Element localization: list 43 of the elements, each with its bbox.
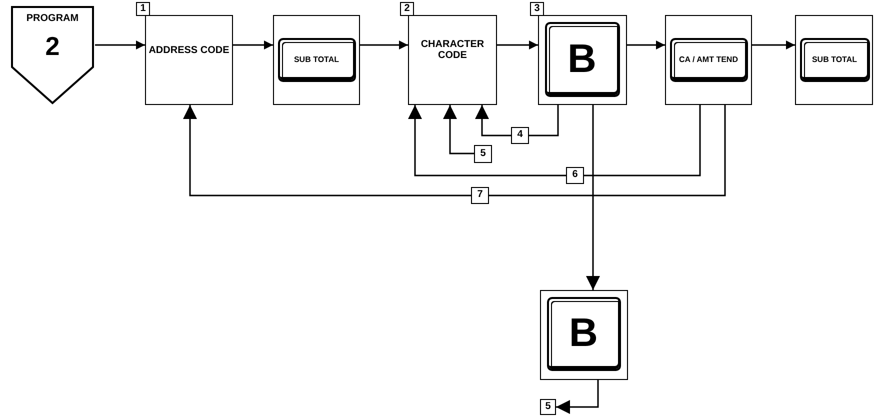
arrow (233, 40, 273, 50)
program-number: 2 (44, 31, 61, 62)
arrow (475, 105, 511, 136)
callout-number: 2 (400, 2, 414, 16)
arrow (752, 40, 795, 50)
callout-number: 1 (136, 2, 150, 16)
arrow (497, 40, 538, 50)
process-box (145, 15, 233, 105)
callout-number: 7 (471, 187, 489, 204)
callout-number: 4 (511, 127, 529, 144)
key-button (546, 296, 620, 370)
arrow (529, 105, 559, 136)
callout-number: 6 (566, 167, 584, 184)
callout-number: 5 (474, 145, 492, 163)
process-box (408, 15, 497, 105)
key-label: SUB TOTAL (294, 55, 340, 64)
arrow (443, 105, 474, 154)
arrow (408, 105, 566, 176)
box-label: ADDRESS CODE (148, 44, 230, 56)
key-button (278, 38, 356, 82)
key-frame-box (795, 15, 873, 105)
arrow (586, 105, 600, 290)
arrow (556, 380, 599, 414)
key-button (670, 38, 748, 82)
callout-number: 5 (540, 399, 556, 415)
program-pentagon (10, 5, 95, 105)
arrow (183, 105, 471, 196)
callout-number: 3 (530, 2, 544, 16)
program-label: PROGRAM (25, 13, 80, 24)
key-frame-box (665, 15, 752, 105)
arrow (627, 40, 665, 50)
arrow (95, 40, 145, 50)
key-frame-box (538, 15, 627, 105)
box-label: CHARACTER CODE (420, 39, 486, 61)
key-frame-box (273, 15, 360, 105)
key-letter: B (568, 36, 596, 82)
key-label: CA / AMT TEND (679, 55, 738, 64)
key-button (800, 38, 870, 82)
key-label: SUB TOTAL (812, 55, 858, 64)
arrow (360, 40, 408, 50)
key-letter: B (569, 311, 598, 356)
key-frame-box (540, 290, 628, 380)
key-button (544, 22, 620, 96)
